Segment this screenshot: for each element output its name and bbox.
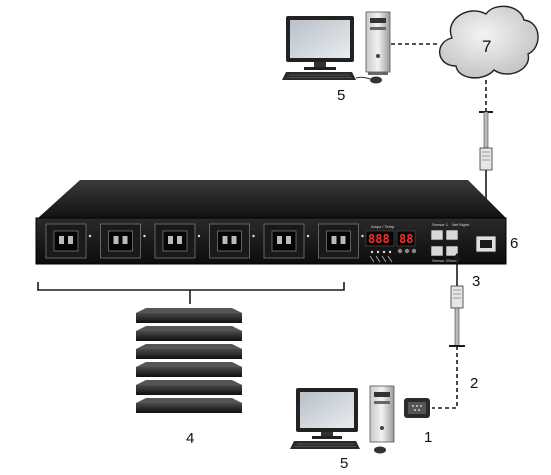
outlet-led	[143, 234, 146, 238]
port-label-serial: Serial	[448, 258, 458, 263]
rj45-plug-icon	[479, 147, 493, 171]
pdu-outlet[interactable]	[100, 223, 146, 259]
pdu-control-panel: Amps / Temp 888 88	[365, 224, 417, 263]
server-unit	[136, 362, 242, 377]
pdu-port-block: Sensor 1 Net Mgmt Sensor 2 Serial	[430, 222, 497, 263]
sensor-port-2[interactable]	[445, 229, 459, 241]
pdu-outlet[interactable]	[263, 223, 310, 259]
tower-top	[365, 11, 391, 75]
pdu-outlet-bank	[45, 223, 364, 259]
outlet-led	[197, 234, 201, 238]
led-display-small-value: 88	[399, 232, 413, 246]
panel-button-3[interactable]	[411, 248, 417, 254]
sensor-port-1[interactable]	[430, 229, 444, 241]
console-port[interactable]	[445, 245, 459, 257]
callout-serial-cable: 2	[470, 375, 478, 392]
network-cable	[479, 80, 493, 244]
monitor-bottom	[296, 388, 358, 439]
callout-network-port: 6	[510, 235, 518, 252]
outlet-led	[361, 234, 364, 238]
tower-bottom	[369, 385, 395, 443]
outlet-led	[88, 234, 92, 238]
led-display-main	[365, 230, 395, 247]
callout-servers: 4	[186, 430, 194, 447]
network-cloud: 7	[439, 5, 539, 79]
led-display-small	[396, 230, 416, 247]
callout-console-port: 3	[472, 273, 480, 290]
pdu-unit: Amps / Temp 888 88 Sensor 1 Net Mgmt	[35, 180, 507, 265]
port-label-sensor-2: Sensor 2	[432, 258, 449, 263]
port-label-net-mgmt: Net Mgmt	[452, 222, 470, 227]
led-display-main-value: 888	[368, 232, 390, 246]
panel-button-1[interactable]	[397, 248, 403, 254]
outlet-led	[306, 234, 310, 238]
outlet-led	[252, 234, 255, 238]
pdu-outlet[interactable]	[45, 223, 92, 259]
mouse-top	[370, 76, 382, 84]
callout-computer-bottom: 5	[340, 455, 348, 472]
panel-indicators	[369, 250, 393, 263]
display-title: Amps / Temp	[371, 224, 395, 229]
pdu-outlet[interactable]	[209, 223, 255, 259]
server-unit	[136, 308, 242, 323]
pdu-outlet[interactable]	[154, 223, 201, 259]
computer-top: 5	[282, 11, 391, 104]
panel-button-2[interactable]	[404, 248, 410, 254]
server-unit	[136, 380, 242, 395]
rj45-plug-icon	[450, 285, 464, 309]
server-unit	[136, 344, 242, 359]
keyboard-top	[282, 72, 356, 80]
aux-port-1[interactable]	[430, 245, 444, 257]
server-stack	[136, 308, 242, 413]
computer-bottom: 5	[290, 385, 395, 472]
port-label-sensor-1: Sensor 1	[432, 222, 449, 227]
callout-network-cloud: 7	[482, 37, 491, 56]
keyboard-bottom	[290, 441, 360, 449]
callout-computer-top: 5	[337, 87, 345, 104]
server-unit	[136, 398, 242, 413]
server-unit	[136, 326, 242, 341]
mouse-bottom	[374, 446, 386, 454]
serial-cable	[432, 253, 465, 409]
callout-serial-adapter: 1	[424, 429, 432, 446]
monitor-top	[286, 16, 354, 70]
serial-adapter	[404, 398, 430, 418]
outlet-bracket	[37, 282, 345, 304]
pdu-outlet[interactable]	[318, 223, 364, 259]
